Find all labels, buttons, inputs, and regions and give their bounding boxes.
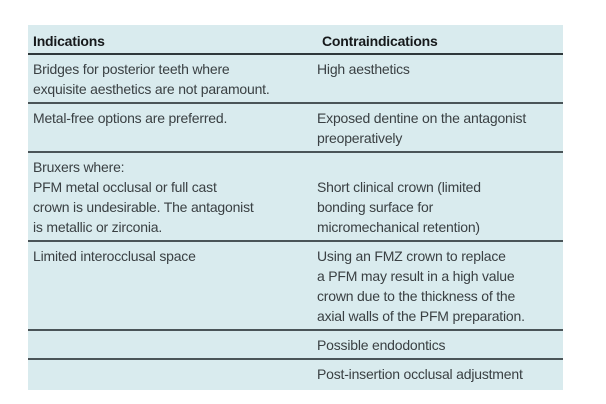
column-header-contraindications: Contraindications (317, 25, 563, 55)
indication-cell: Bruxers where: PFM metal occlusal or ful… (28, 152, 317, 242)
table-row: Metal-free options are preferred. Expose… (28, 103, 563, 153)
table-row: Post-insertion occlusal adjustment (28, 359, 563, 390)
contraindication-cell: Post-insertion occlusal adjustment (317, 366, 523, 382)
indication-cell (28, 330, 317, 360)
indication-cell: Bridges for posterior teeth where exquis… (28, 54, 317, 104)
table: Indications Contraindications Bridges fo… (28, 25, 563, 390)
table-header-row: Indications Contraindications (28, 25, 563, 55)
contraindication-cell: Using an FMZ crown to replace a PFM may … (317, 241, 563, 331)
contraindication-cell: Short clinical crown (limited bonding su… (317, 152, 563, 242)
table-row: Bruxers where: PFM metal occlusal or ful… (28, 152, 563, 242)
contraindication-cell: High aesthetics (317, 54, 563, 104)
contraindication-cell: Exposed dentine on the antagonist preope… (317, 103, 563, 153)
contraindication-cell: Possible endodontics (317, 330, 563, 360)
indication-cell: Metal-free options are preferred. (28, 103, 317, 153)
indication-cell: Limited interocclusal space (28, 241, 317, 331)
table-row: Bridges for posterior teeth where exquis… (28, 54, 563, 104)
table-row: Possible endodontics (28, 330, 563, 360)
indications-contraindications-table: Indications Contraindications Bridges fo… (28, 25, 563, 390)
column-header-indications: Indications (28, 25, 317, 55)
table-row: Limited interocclusal space Using an FMZ… (28, 241, 563, 331)
indication-cell (28, 359, 317, 390)
